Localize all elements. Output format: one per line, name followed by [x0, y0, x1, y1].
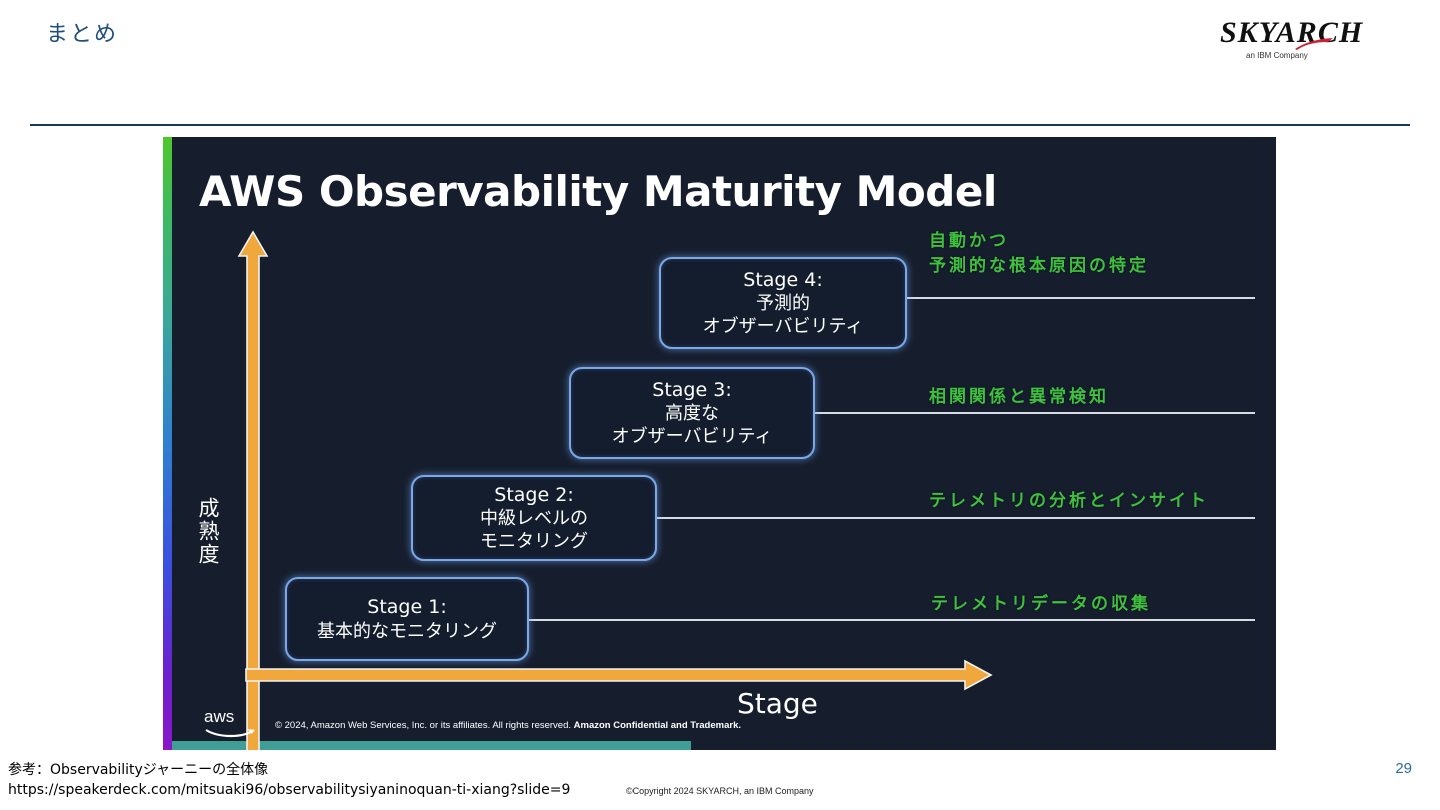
aws-copyright-bold: Amazon Confidential and Trademark.	[573, 720, 741, 731]
aws-logo-icon: aws	[203, 705, 259, 739]
benefit-label-stage-1: テレメトリデータの収集	[931, 594, 1151, 614]
connector-line-stage-1	[525, 619, 1255, 621]
stage-box-1[interactable]: Stage 1: 基本的なモニタリング	[285, 577, 529, 661]
benefit-label-stage-3: 相関関係と異常検知	[929, 387, 1109, 407]
connector-line-stage-4	[903, 297, 1255, 299]
benefit-label-stage-2: テレメトリの分析とインサイト	[929, 491, 1209, 511]
aws-copyright-text: © 2024, Amazon Web Services, Inc. or its…	[275, 720, 741, 731]
footer-copyright: ©Copyright 2024 SKYARCH, an IBM Company	[626, 786, 814, 796]
reference-note[interactable]: 参考：Observabilityジャーニーの全体像 https://speake…	[8, 762, 571, 799]
x-axis-arrow-icon	[245, 659, 993, 691]
stage-3-line-1: 高度な	[665, 403, 719, 425]
brand-wordmark: SKYARCH	[1220, 16, 1364, 49]
header-divider	[30, 124, 1410, 126]
stage-1-head: Stage 1:	[367, 596, 447, 619]
stage-2-head: Stage 2:	[494, 483, 574, 506]
connector-line-stage-3	[811, 412, 1255, 414]
stage-box-4[interactable]: Stage 4: 予測的 オブザーバビリティ	[659, 257, 907, 349]
y-axis-arrow-icon	[237, 230, 269, 750]
stage-4-line-2: オブザーバビリティ	[702, 316, 864, 338]
panel-bottom-accent-bar	[172, 741, 691, 750]
stage-3-head: Stage 3:	[652, 378, 732, 401]
benefit-label-stage-4: 自動かつ 予測的な根本原因の特定	[929, 231, 1149, 276]
brand-subtitle: an IBM Company	[1246, 51, 1308, 60]
stage-1-line-1: 基本的なモニタリング	[317, 620, 497, 642]
y-axis-label: 成熟度	[196, 497, 220, 566]
maturity-model-diagram: AWS Observability Maturity Model 成熟度 Sta…	[163, 137, 1276, 750]
skyarch-logo: SKYARCH an IBM Company	[1220, 18, 1400, 66]
page-number: 29	[1395, 760, 1412, 777]
stage-4-line-1: 予測的	[756, 293, 810, 315]
stage-4-head: Stage 4:	[743, 268, 823, 291]
stage-box-3[interactable]: Stage 3: 高度な オブザーバビリティ	[569, 367, 815, 459]
stage-box-2[interactable]: Stage 2: 中級レベルの モニタリング	[411, 475, 657, 561]
svg-text:aws: aws	[204, 707, 234, 726]
page-title: まとめ	[46, 22, 119, 47]
aws-copyright-prefix: © 2024, Amazon Web Services, Inc. or its…	[275, 720, 574, 731]
stage-2-line-2: モニタリング	[480, 531, 588, 553]
stage-2-line-1: 中級レベルの	[480, 508, 588, 530]
diagram-title: AWS Observability Maturity Model	[199, 167, 997, 216]
x-axis-label: Stage	[737, 687, 818, 720]
connector-line-stage-2	[653, 517, 1255, 519]
gradient-accent-bar	[163, 137, 172, 750]
stage-3-line-2: オブザーバビリティ	[611, 426, 773, 448]
